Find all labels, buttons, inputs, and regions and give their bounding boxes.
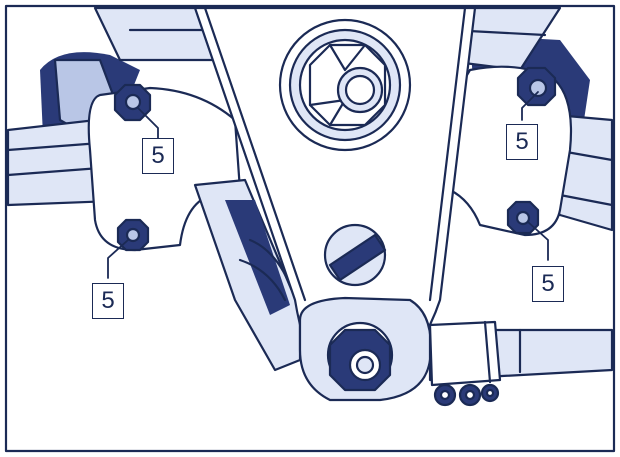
callout-lower-right: 5 <box>532 266 564 302</box>
lower-left-bracket-dark <box>225 200 290 315</box>
tie-rod-clamp <box>428 320 502 387</box>
leader-upper-left <box>137 107 159 141</box>
callout-upper-left: 5 <box>142 138 174 174</box>
callout-upper-right: 5 <box>506 124 538 160</box>
leader-upper-right <box>521 91 539 121</box>
nut-upper-right <box>516 66 557 107</box>
leader-lower-right <box>527 221 549 261</box>
nut-lower-right <box>506 200 540 235</box>
callout-lower-left: 5 <box>92 283 124 319</box>
leader-lower-left <box>107 239 129 279</box>
